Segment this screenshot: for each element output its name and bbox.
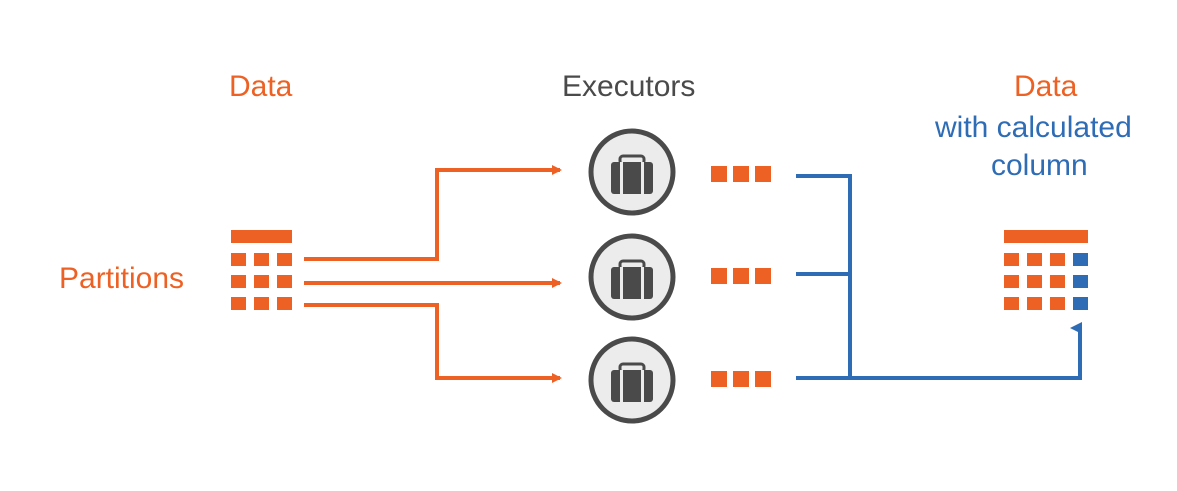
table-cell — [1027, 275, 1042, 288]
table-cell — [231, 297, 246, 310]
table-cell — [231, 253, 246, 266]
table-cell — [1027, 253, 1042, 266]
merge-line-top — [796, 174, 852, 378]
executors-title: Executors — [562, 70, 696, 103]
table-cell — [1027, 297, 1042, 310]
table-cell — [254, 275, 269, 288]
executor-2 — [588, 233, 676, 321]
executor-output-dots — [711, 166, 771, 182]
table-cell — [1050, 253, 1065, 266]
executor-1 — [588, 128, 676, 216]
result-table-icon — [1004, 230, 1088, 310]
calculated-cell — [1073, 297, 1088, 310]
left-data-title: Data — [229, 70, 293, 103]
merge-arrow — [796, 322, 1082, 380]
table-cell — [277, 297, 292, 310]
executor-3 — [588, 336, 676, 424]
table-cell — [1004, 253, 1019, 266]
partition-arrow-top — [304, 165, 562, 261]
partitions-table-icon — [231, 230, 292, 310]
table-header — [1004, 230, 1088, 243]
table-cell — [1004, 297, 1019, 310]
table-cell — [254, 297, 269, 310]
calculated-cell — [1073, 275, 1088, 288]
partitions-label: Partitions — [59, 262, 185, 295]
right-subtitle-line2: column — [991, 149, 1088, 182]
table-header — [231, 230, 292, 243]
table-cell — [1050, 297, 1065, 310]
partition-arrow-bottom — [304, 303, 562, 383]
calculated-cell — [1073, 253, 1088, 266]
executor-output-dots — [711, 371, 771, 387]
executor-output-dots — [711, 268, 771, 284]
right-data-title: Data — [1014, 70, 1078, 103]
table-cell — [277, 253, 292, 266]
table-cell — [254, 253, 269, 266]
table-cell — [1004, 275, 1019, 288]
right-subtitle-line1: with calculated — [935, 111, 1132, 144]
table-cell — [277, 275, 292, 288]
table-cell — [231, 275, 246, 288]
table-cell — [1050, 275, 1065, 288]
